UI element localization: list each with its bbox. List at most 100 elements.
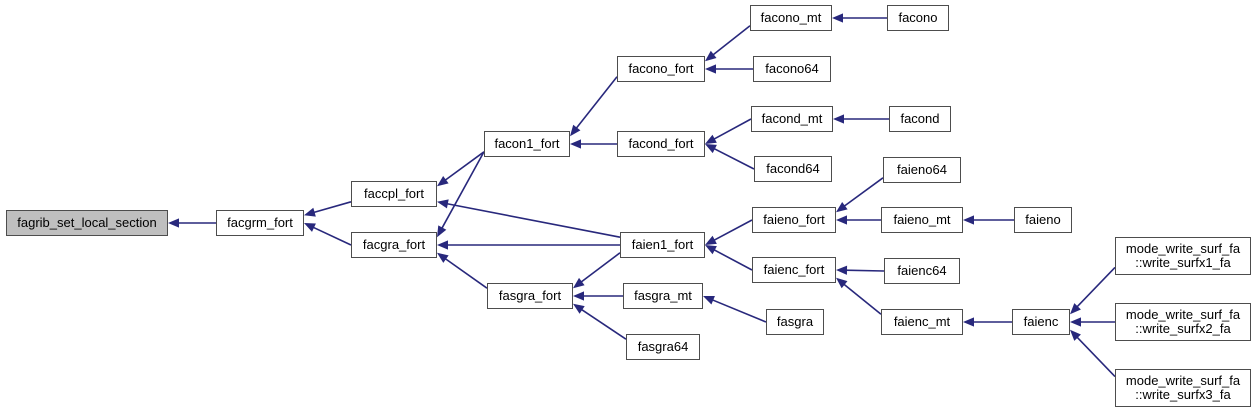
graph-node-facono_mt[interactable]: facono_mt — [750, 5, 832, 31]
edge-arrowhead — [570, 124, 581, 137]
edge-fasgra64-to-fasgra_fort — [580, 308, 627, 340]
node-label: faien1_fort — [631, 237, 694, 252]
graph-node-fagrib_set_local_section[interactable]: fagrib_set_local_section — [6, 210, 168, 236]
node-label: faieno64 — [897, 162, 947, 177]
edge-write_surfx3_fa-to-faienc — [1075, 335, 1116, 378]
graph-node-facgrm_fort[interactable]: facgrm_fort — [216, 210, 304, 236]
edge-arrowhead — [437, 240, 448, 250]
edge-arrowhead — [1070, 303, 1081, 315]
node-label: facono64 — [765, 61, 819, 76]
node-label: fasgra_mt — [634, 288, 692, 303]
graph-node-faien1_fort[interactable]: faien1_fort — [620, 232, 705, 258]
node-label: fasgra_fort — [498, 288, 562, 303]
edge-faienc_fort-to-faien1_fort — [712, 248, 753, 271]
node-label: facono_fort — [628, 61, 694, 76]
node-label: faccpl_fort — [364, 186, 424, 201]
edge-facond64-to-facond_fort — [712, 147, 755, 170]
edge-faccpl_fort-to-facgrm_fort — [312, 201, 352, 214]
graph-node-facond64[interactable]: facond64 — [754, 156, 832, 182]
edge-arrowhead — [573, 277, 585, 289]
edge-facon1_fort-to-faccpl_fort — [443, 151, 485, 182]
graph-node-facono64[interactable]: facono64 — [753, 56, 831, 82]
edge-arrowhead — [705, 64, 716, 74]
edge-arrowhead — [437, 199, 449, 209]
node-label: mode_write_surf_fa ::write_surfx2_fa — [1125, 307, 1241, 336]
node-label: faieno_fort — [763, 212, 825, 227]
edge-arrowhead — [833, 114, 844, 124]
edge-facon1_fort-to-facgra_fort — [440, 151, 485, 230]
edge-arrowhead — [836, 201, 848, 213]
graph-node-facgra_fort[interactable]: facgra_fort — [351, 232, 437, 258]
graph-node-write_surfx3_fa[interactable]: mode_write_surf_fa ::write_surfx3_fa — [1115, 369, 1251, 407]
node-label: faieno — [1025, 212, 1061, 227]
graph-node-fasgra_fort[interactable]: fasgra_fort — [487, 283, 573, 309]
node-label: facgrm_fort — [227, 215, 293, 230]
graph-node-facono[interactable]: facono — [887, 5, 949, 31]
edge-arrowhead — [705, 245, 717, 255]
graph-node-faieno[interactable]: faieno — [1014, 207, 1072, 233]
edge-arrowhead — [705, 235, 717, 245]
node-label: faienc_fort — [763, 262, 825, 277]
edge-write_surfx1_fa-to-faienc — [1075, 266, 1116, 309]
graph-node-faienc_fort[interactable]: faienc_fort — [752, 257, 836, 283]
edge-facgra_fort-to-facgrm_fort — [311, 226, 352, 246]
graph-node-facond_fort[interactable]: facond_fort — [617, 131, 705, 157]
graph-node-facon1_fort[interactable]: facon1_fort — [484, 131, 570, 157]
node-label: facond64 — [766, 161, 820, 176]
edge-arrowhead — [168, 218, 179, 228]
graph-node-fasgra_mt[interactable]: fasgra_mt — [623, 283, 703, 309]
node-label: facond_mt — [761, 111, 823, 126]
node-label: faienc_mt — [893, 314, 951, 329]
node-label: facgra_fort — [362, 237, 426, 252]
graph-node-facono_fort[interactable]: facono_fort — [617, 56, 705, 82]
node-label: facono — [898, 10, 938, 25]
edge-faieno64-to-faieno_fort — [842, 177, 884, 208]
edge-arrowhead — [304, 223, 316, 232]
edge-arrowhead — [573, 303, 585, 314]
edge-arrowhead — [705, 50, 717, 62]
node-label: facond_fort — [628, 136, 694, 151]
graph-node-facond_mt[interactable]: facond_mt — [751, 106, 833, 132]
edge-arrowhead — [963, 215, 974, 225]
edge-arrowhead — [437, 252, 449, 263]
graph-node-faienc64[interactable]: faienc64 — [884, 258, 960, 284]
node-label: mode_write_surf_fa ::write_surfx3_fa — [1125, 373, 1241, 402]
graph-node-write_surfx2_fa[interactable]: mode_write_surf_fa ::write_surfx2_fa — [1115, 303, 1251, 341]
edge-arrowhead — [1070, 329, 1081, 341]
graph-node-write_surfx1_fa[interactable]: mode_write_surf_fa ::write_surfx1_fa — [1115, 237, 1251, 275]
edge-arrowhead — [703, 295, 715, 305]
edge-faien1_fort-to-fasgra_fort — [579, 252, 621, 284]
edge-fasgra-to-fasgra_mt — [711, 298, 767, 323]
graph-node-facond[interactable]: facond — [889, 106, 951, 132]
edge-facono_mt-to-facono_fort — [711, 25, 751, 57]
node-label: facond — [900, 111, 940, 126]
node-label: faienc64 — [897, 263, 947, 278]
edge-arrowhead — [1070, 317, 1081, 327]
edge-arrowhead — [573, 291, 584, 301]
edge-faieno_fort-to-faien1_fort — [712, 219, 753, 242]
edge-faien1_fort-to-faccpl_fort — [445, 202, 621, 238]
edge-facono_fort-to-facon1_fort — [574, 76, 618, 130]
graph-node-faienc_mt[interactable]: faienc_mt — [881, 309, 963, 335]
edge-arrowhead — [836, 215, 847, 225]
edge-arrowhead — [836, 277, 848, 289]
graph-node-faieno64[interactable]: faieno64 — [883, 157, 961, 183]
node-label: fagrib_set_local_section — [17, 215, 157, 230]
graph-node-faieno_mt[interactable]: faieno_mt — [881, 207, 963, 233]
edge-arrowhead — [832, 13, 843, 23]
edge-arrowhead — [705, 134, 717, 144]
edge-fasgra_fort-to-facgra_fort — [443, 257, 488, 289]
edge-facond_mt-to-facond_fort — [712, 118, 752, 141]
edge-arrowhead — [963, 317, 974, 327]
graph-node-fasgra[interactable]: fasgra — [766, 309, 824, 335]
graph-node-fasgra64[interactable]: fasgra64 — [626, 334, 700, 360]
node-label: fasgra64 — [637, 339, 689, 354]
edge-arrowhead — [570, 139, 581, 149]
node-label: mode_write_surf_fa ::write_surfx1_fa — [1125, 241, 1241, 270]
edge-faienc64-to-faienc_fort — [844, 269, 885, 272]
edge-arrowhead — [836, 265, 848, 275]
graph-node-faienc[interactable]: faienc — [1012, 309, 1070, 335]
graph-node-faccpl_fort[interactable]: faccpl_fort — [351, 181, 437, 207]
node-label: fasgra — [776, 314, 814, 329]
graph-node-faieno_fort[interactable]: faieno_fort — [752, 207, 836, 233]
